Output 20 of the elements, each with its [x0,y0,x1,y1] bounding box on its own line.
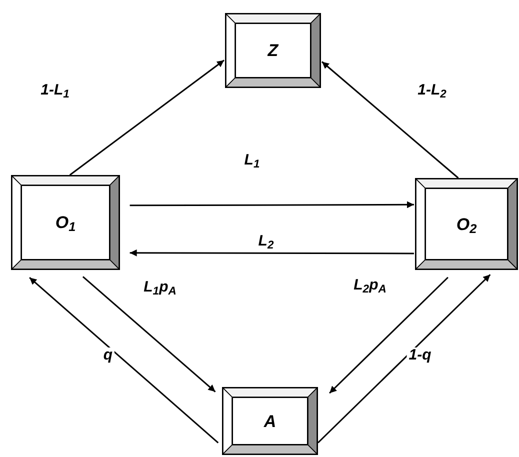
arrow [130,201,414,208]
edge-label: L$_{2}$ [256,234,276,248]
edge-label: L$_{1}$p$_{A}$ [142,280,178,294]
edge-label: L$_{1}$ [242,152,262,168]
edge-label: q [101,348,115,362]
arrow [321,61,459,179]
arrow [29,277,219,444]
node-label: Z [268,42,278,59]
edge-label: 1-q [406,348,434,362]
arrow [69,60,224,176]
arrow [317,274,491,444]
node-label: A [264,412,276,430]
edge-label: 1-L$_{1}$ [38,82,72,98]
node-label: O$_{1}$ [55,214,76,231]
node-label: O$_{2}$ [456,216,477,232]
arrow [130,249,414,256]
edge-label: L$_{2}$p$_{A}$ [352,278,388,292]
edge-label: 1-L$_{2}$ [416,82,448,98]
arrow [82,276,216,392]
arrow [329,276,448,394]
